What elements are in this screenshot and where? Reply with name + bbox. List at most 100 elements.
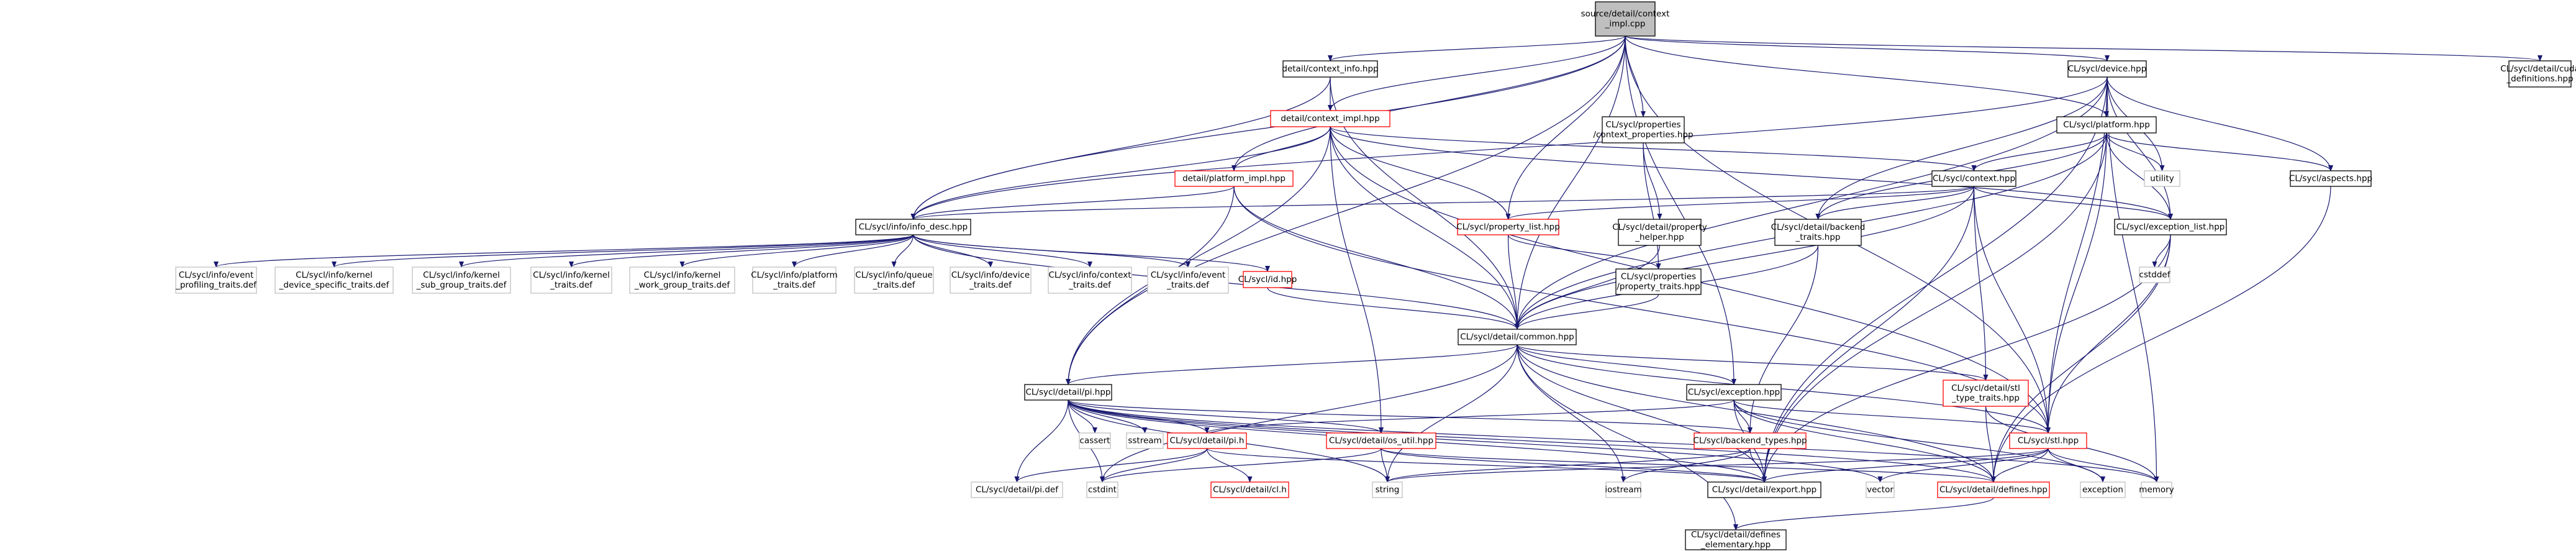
node-box [1931,170,2016,187]
node-box [2080,481,2126,498]
node-label: CL/sycl/detail/backend [1771,222,1866,232]
node-cstddef[interactable]: cstddef [2139,266,2171,283]
edge-stl-to-string [1385,448,2049,483]
node-ev-prof-def[interactable]: CL/sycl/info/event_profiling_traits.def [175,266,257,294]
edge-context-impl-to-os-util [1330,126,1384,434]
node-label: detail/context_impl.hpp [1281,114,1379,124]
edge-context-impl-to-exception-list [1330,126,2173,220]
node-kern-dev-def[interactable]: CL/sycl/info/kernel_device_specific_trai… [274,266,394,294]
node-cstdint[interactable]: cstdint [1086,481,1118,498]
node-label: CL/sycl/id.hpp [1238,275,1297,285]
edge-platform-to-export [1762,132,2107,483]
edge-stl-to-export [1762,448,2049,483]
node-box [1174,170,1294,187]
node-context-impl[interactable]: detail/context_impl.hpp [1270,110,1390,127]
node-exception-std[interactable]: exception [2080,481,2126,498]
node-memory[interactable]: memory [2139,481,2174,498]
edge-defines-to-defines-elem [1733,497,1994,531]
node-platform-impl[interactable]: detail/platform_impl.hpp [1174,170,1294,187]
node-kern-wg-def[interactable]: CL/sycl/info/kernel_work_group_traits.de… [629,266,735,294]
node-prop-helper[interactable]: CL/sycl/detail/property_helper.hpp [1612,219,1707,246]
node-box [1270,110,1390,127]
node-ctx-def[interactable]: CL/sycl/info/context_traits.def [1048,266,1132,294]
node-cl-h[interactable]: CL/sycl/detail/cl.h [1210,481,1289,498]
node-label: CL/sycl/info/kernel [644,270,721,280]
node-queue-def[interactable]: CL/sycl/info/queue_traits.def [854,266,934,294]
node-exception-list[interactable]: CL/sycl/exception_list.hpp [2114,219,2227,235]
node-utility[interactable]: utility [2144,170,2180,187]
edge-context-to-type-traits [1973,186,1989,381]
node-export[interactable]: CL/sycl/detail/export.hpp [1707,481,1821,498]
node-root[interactable]: source/detail/context_impl.cpp [1581,1,1670,37]
edge-context-to-common [1515,186,1975,330]
edge-context-impl-to-property-list [1330,126,1511,220]
node-dev-def[interactable]: CL/sycl/info/device_traits.def [950,266,1032,294]
node-box [1618,219,1702,246]
edge-exception-list-to-stl [2046,234,2171,434]
node-label: CL/sycl/info/kernel [296,270,373,280]
node-label: CL/sycl/detail/common.hpp [1460,332,1574,342]
node-cuda-def[interactable]: CL/sycl/detail/cuda_definitions.hpp [2500,60,2576,88]
node-defines[interactable]: CL/sycl/detail/defines.hpp [1937,481,2050,498]
node-label: _helper.hpp [1635,232,1684,242]
node-backend-traits[interactable]: CL/sycl/detail/backend_traits.hpp [1771,219,1866,246]
node-box [412,266,511,294]
edge-backend-types-to-string [1385,448,1751,483]
node-plat-def[interactable]: CL/sycl/info/platform_traits.def [751,266,838,294]
edge-exception-list-to-cstddef [2152,234,2171,268]
node-id[interactable]: CL/sycl/id.hpp [1238,271,1297,288]
node-cassert[interactable]: cassert [1079,432,1111,449]
edge-info-desc-to-kern-def [569,234,914,268]
node-prop-traits[interactable]: CL/sycl/properties/property_traits.hpp [1615,268,1702,295]
node-aspects[interactable]: CL/sycl/aspects.hpp [2289,170,2372,187]
node-common[interactable]: CL/sycl/detail/common.hpp [1458,329,1577,345]
node-label: CL/sycl/context.hpp [1933,174,2015,184]
edge-ctx-props-to-prop-traits [1643,142,1661,270]
edge-device-to-stl [2046,76,2108,434]
node-context-info[interactable]: detail/context_info.hpp [1282,60,1379,78]
node-type-traits[interactable]: CL/sycl/detail/stl_type_traits.hpp [1943,380,2029,407]
node-label: /context_properties.hpp [1593,130,1693,140]
node-label: CL/sycl/properties [1605,120,1680,130]
node-label: CL/sycl/aspects.hpp [2289,174,2372,184]
edge-stl-to-exception-std [2048,448,2105,483]
node-sstream[interactable]: sstream [1126,432,1164,449]
node-device[interactable]: CL/sycl/device.hpp [2067,60,2147,78]
node-vector[interactable]: vector [1866,481,1895,498]
edge-type-traits-to-defines [1985,406,1996,483]
node-label: _traits.def [773,280,816,290]
node-ctx-props[interactable]: CL/sycl/properties/context_properties.hp… [1593,116,1694,143]
node-context[interactable]: CL/sycl/context.hpp [1931,170,2016,187]
node-kern-sub-def[interactable]: CL/sycl/info/kernel_sub_group_traits.def [412,266,511,294]
edge-root-to-pi-hpp [1066,35,1626,385]
edge-root-to-info-desc [910,35,1626,220]
node-pi-h[interactable]: CL/sycl/detail/pi.h [1167,432,1247,449]
node-pi-hpp[interactable]: CL/sycl/detail/pi.hpp [1024,384,1112,401]
node-box [1326,432,1436,449]
node-property-list[interactable]: CL/sycl/property_list.hpp [1456,219,1560,235]
edge-common-to-type-traits [1517,344,1989,381]
node-ev-def[interactable]: CL/sycl/info/event_traits.def [1147,266,1229,294]
node-label: detail/platform_impl.hpp [1182,174,1286,184]
node-box [1866,481,1895,498]
node-exception[interactable]: CL/sycl/exception.hpp [1686,384,1782,401]
node-platform[interactable]: CL/sycl/platform.hpp [2056,116,2157,134]
edge-exception-to-stl [1733,399,2051,434]
node-info-desc[interactable]: CL/sycl/info/info_desc.hpp [855,219,971,235]
edge-info-desc-to-kern-wg-def [679,234,914,268]
node-label: iostream [1605,485,1641,495]
node-stl[interactable]: CL/sycl/stl.hpp [2009,432,2087,449]
node-kern-def[interactable]: CL/sycl/info/kernel_traits.def [530,266,612,294]
edge-root-to-context-info [1328,35,1626,61]
node-box [1147,266,1229,294]
node-string[interactable]: string [1372,481,1403,498]
node-defines-elem[interactable]: CL/sycl/detail/defines_elementary.hpp [1685,529,1787,550]
node-label: source/detail/context [1581,9,1670,19]
edge-property-list-to-common [1507,234,1520,330]
node-iostream[interactable]: iostream [1605,481,1642,498]
edge-root-to-property-list [1505,35,1626,220]
node-os-util[interactable]: CL/sycl/detail/os_util.hpp [1326,432,1436,449]
node-pi-def[interactable]: CL/sycl/detail/pi.def [971,481,1063,498]
edge-platform-to-context [1971,132,2107,171]
node-backend-types[interactable]: CL/sycl/backend_types.hpp [1693,432,1807,449]
